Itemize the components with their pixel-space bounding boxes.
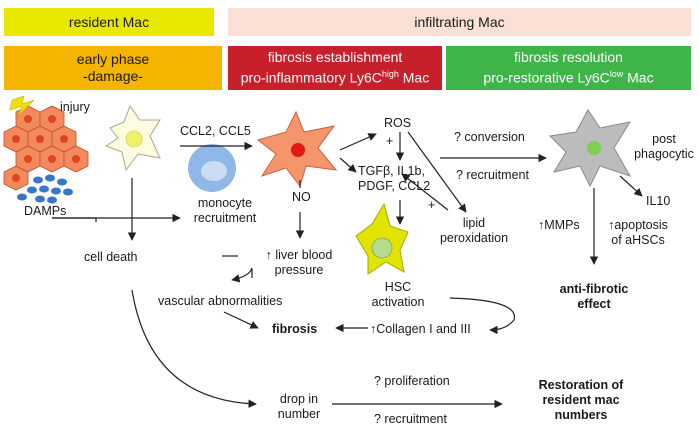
resolution-line2: pro-restorative Ly6Clow Mac xyxy=(483,69,654,86)
fibrosis-resolution-band: fibrosis resolution pro-restorative Ly6C… xyxy=(446,46,691,90)
early-phase-band: early phase -damage- xyxy=(4,46,222,90)
ccl-label: CCL2, CCL5 xyxy=(180,124,251,138)
damps-label: DAMPs xyxy=(24,204,67,218)
establishment-line1: fibrosis establishment xyxy=(267,49,403,66)
apoptosis-label: ↑apoptosis of aHSCs xyxy=(608,218,668,247)
resolution-line1: fibrosis resolution xyxy=(514,49,623,66)
plus-bottom-label: + xyxy=(428,198,436,212)
anti-fibrotic-effect-label: anti-fibrotic effect xyxy=(559,282,629,311)
monocyte-recruitment-label: monocyte recruitment xyxy=(193,196,257,225)
restorative-macrophage-nucleus-icon xyxy=(587,141,601,155)
drop-in-number-label: drop in number xyxy=(277,392,321,421)
post-phagocytic-label: post phagocytic xyxy=(634,132,694,161)
resident-macrophage-nucleus-icon xyxy=(125,130,143,148)
infiltrating-mac-band: infiltrating Mac xyxy=(228,8,691,36)
recruitment-question-label: ? recruitment xyxy=(456,168,529,182)
ros-label: ROS xyxy=(384,116,412,130)
hepatocyte-nucleus-icon xyxy=(12,115,80,182)
growth-factors-label: TGFβ, IL1b, PDGF, CCL2 xyxy=(358,164,431,193)
collagen-label: ↑Collagen I and III xyxy=(370,322,471,336)
liver-blood-pressure-label: ↑ liver blood pressure xyxy=(265,248,333,277)
arrows xyxy=(52,131,643,409)
plus-top-label: + xyxy=(386,134,394,148)
inflammatory-macrophage-nucleus-icon xyxy=(291,143,305,157)
injury-bolt-icon xyxy=(9,95,35,117)
damps-icon xyxy=(17,174,73,204)
resident-mac-label: resident Mac xyxy=(68,13,150,30)
hsc-activation-label: HSC activation xyxy=(371,280,425,309)
cell-death-label: cell death xyxy=(84,250,138,264)
mmps-label: ↑MMPs xyxy=(538,218,580,232)
conversion-label: ? conversion xyxy=(454,130,525,144)
no-label: NO xyxy=(292,190,311,204)
establishment-line2: pro-inflammatory Ly6Chigh Mac xyxy=(240,69,430,86)
lipid-peroxidation-label: lipid peroxidation xyxy=(439,216,509,245)
hsc-nucleus-icon xyxy=(371,237,393,259)
early-phase-line2: -damage- xyxy=(83,68,143,84)
infiltrating-mac-label: infiltrating Mac xyxy=(414,13,505,30)
recruitment-question-2-label: ? recruitment xyxy=(374,412,447,426)
early-phase-line1: early phase xyxy=(76,51,150,67)
resident-mac-band: resident Mac xyxy=(4,8,214,36)
il10-label: IL10 xyxy=(646,194,671,208)
fibrosis-establishment-band: fibrosis establishment pro-inflammatory … xyxy=(228,46,442,90)
injury-label: injury xyxy=(60,100,90,114)
monocyte-nucleus-icon xyxy=(201,161,227,181)
vascular-abnormalities-label: vascular abnormalities xyxy=(158,294,283,308)
restoration-label: Restoration of resident mac numbers xyxy=(538,378,624,422)
fibrosis-label: fibrosis xyxy=(272,322,318,336)
proliferation-question-label: ? proliferation xyxy=(374,374,450,388)
